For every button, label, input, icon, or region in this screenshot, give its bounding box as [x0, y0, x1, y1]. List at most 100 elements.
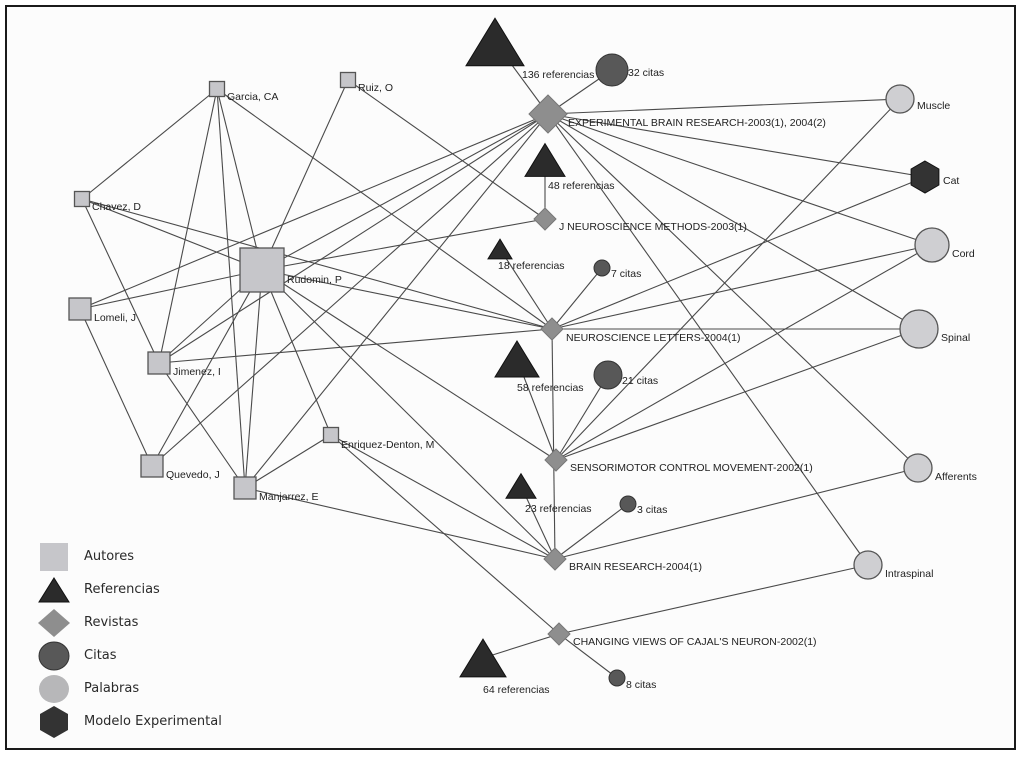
- node-spinal[interactable]: Spinal: [899, 309, 970, 349]
- hexagon-node-icon: [910, 160, 940, 194]
- edge-nl-cat: [551, 176, 926, 330]
- node-label: 18 referencias: [498, 260, 565, 272]
- node-label: Quevedo, J: [166, 469, 220, 481]
- diamond-icon: [36, 607, 72, 639]
- edge-br-nl: [551, 328, 556, 560]
- circle-node-icon: [853, 550, 883, 580]
- edge-cvcn-ref64: [482, 633, 560, 659]
- legend-label: Modelo Experimental: [84, 714, 222, 729]
- edge-garcia-chavez: [81, 88, 218, 200]
- node-lomeli[interactable]: Lomeli, J: [68, 297, 136, 324]
- square-icon: [36, 541, 72, 573]
- triangle-node-icon: [465, 17, 525, 67]
- node-ref23[interactable]: 23 referencias: [505, 472, 592, 515]
- node-label: CHANGING VIEWS OF CAJAL'S NEURON-2002(1): [573, 636, 817, 648]
- node-cit32[interactable]: 32 citas: [595, 53, 664, 87]
- edge-scm-cord: [555, 244, 933, 461]
- node-nl[interactable]: NEUROSCIENCE LETTERS-2004(1): [540, 317, 740, 344]
- node-cit8[interactable]: 8 citas: [608, 669, 656, 691]
- edge-manjarrez-rudomin: [244, 269, 263, 489]
- node-muscle[interactable]: Muscle: [885, 84, 950, 114]
- node-label: 3 citas: [637, 504, 667, 516]
- circle-icon: [36, 673, 72, 705]
- node-label: 32 citas: [628, 67, 664, 79]
- legend-item-autores: Autores: [36, 540, 222, 573]
- node-label: 58 referencias: [517, 382, 584, 394]
- node-cit21[interactable]: 21 citas: [593, 360, 658, 390]
- edge-rudomin-jnm: [261, 218, 546, 271]
- legend-item-revistas: Revistas: [36, 606, 222, 639]
- node-label: NEUROSCIENCE LETTERS-2004(1): [566, 332, 740, 344]
- node-label: 136 referencias: [522, 69, 594, 81]
- node-jimenez[interactable]: Jimenez, I: [147, 351, 221, 378]
- node-cit3[interactable]: 3 citas: [619, 495, 667, 516]
- legend-item-citas: Citas: [36, 639, 222, 672]
- node-cord[interactable]: Cord: [914, 227, 975, 263]
- edge-garcia-manjarrez: [216, 88, 246, 489]
- edge-rudomin-nl: [261, 269, 553, 330]
- square-node-icon: [339, 71, 357, 89]
- node-cit7[interactable]: 7 citas: [593, 259, 641, 280]
- edge-chavez-nl: [81, 198, 553, 330]
- hexagon-icon: [36, 705, 72, 738]
- legend-item-referencias: Referencias: [36, 573, 222, 606]
- node-manjarrez[interactable]: Manjarrez, E: [233, 476, 319, 503]
- circle-node-icon: [914, 227, 950, 263]
- edge-br-afferents: [554, 467, 919, 560]
- circle-node-icon: [593, 360, 623, 390]
- node-label: Chavez, D: [92, 201, 141, 213]
- square-node-icon: [73, 190, 91, 208]
- node-enriquez[interactable]: Enriquez-Denton, M: [322, 426, 435, 452]
- node-ref18[interactable]: 18 referencias: [487, 238, 565, 272]
- circle-node-icon: [619, 495, 637, 513]
- node-ref136[interactable]: 136 referencias: [465, 17, 594, 81]
- node-jnm[interactable]: J NEUROSCIENCE METHODS-2003(1): [533, 207, 747, 233]
- edge-nl-cit7: [551, 267, 603, 330]
- node-ref58[interactable]: 58 referencias: [494, 339, 584, 394]
- node-label: Jimenez, I: [173, 366, 221, 378]
- node-cat[interactable]: Cat: [910, 160, 959, 194]
- edge-enriquez-rudomin: [261, 269, 332, 436]
- node-chavez[interactable]: Chavez, D: [73, 190, 142, 214]
- edge-cvcn-intraspinal: [558, 564, 869, 635]
- edge-chavez-jimenez: [81, 198, 160, 364]
- triangle-node-icon: [524, 142, 566, 177]
- node-cvcn[interactable]: CHANGING VIEWS OF CAJAL'S NEURON-2002(1): [547, 622, 817, 648]
- edge-scm-cit21: [555, 374, 609, 461]
- node-ebr[interactable]: EXPERIMENTAL BRAIN RESEARCH-2003(1), 200…: [528, 94, 826, 134]
- edge-ebr-intraspinal: [547, 113, 869, 566]
- legend-label: Palabras: [84, 681, 140, 696]
- node-label: 21 citas: [622, 375, 658, 387]
- diamond-node-icon: [540, 317, 564, 341]
- node-scm[interactable]: SENSORIMOTOR CONTROL MOVEMENT-2002(1): [544, 448, 813, 474]
- diamond-node-icon: [547, 622, 571, 646]
- edge-jimenez-manjarrez: [158, 362, 246, 489]
- node-label: Intraspinal: [885, 568, 933, 580]
- edge-rudomin-br: [261, 269, 556, 560]
- triangle-node-icon: [494, 339, 540, 378]
- edge-br-cit3: [554, 503, 629, 560]
- legend-label: Revistas: [84, 615, 139, 630]
- node-ref48[interactable]: 48 referencias: [524, 142, 615, 192]
- legend-label: Referencias: [84, 582, 160, 597]
- node-ref64[interactable]: 64 referencias: [459, 638, 550, 696]
- node-rudomin[interactable]: Rudomin, P: [239, 247, 342, 293]
- square-node-icon: [140, 454, 164, 478]
- edge-rudomin-scm: [261, 269, 557, 461]
- node-label: Ruiz, O: [358, 82, 393, 94]
- node-label: Spinal: [941, 332, 970, 344]
- node-quevedo[interactable]: Quevedo, J: [140, 454, 220, 481]
- node-label: Enriquez-Denton, M: [341, 439, 434, 451]
- node-intraspinal[interactable]: Intraspinal: [853, 550, 933, 580]
- edge-ebr-cord: [547, 113, 933, 246]
- node-ruiz[interactable]: Ruiz, O: [339, 71, 394, 95]
- edges-layer: [79, 41, 933, 679]
- node-afferents[interactable]: Afferents: [903, 453, 977, 483]
- diamond-node-icon: [544, 448, 568, 472]
- edge-garcia-jimenez: [158, 88, 218, 364]
- circle-icon: [36, 640, 72, 672]
- edge-manjarrez-enriquez: [244, 434, 332, 489]
- node-garcia[interactable]: Garcia, CA: [208, 80, 279, 104]
- node-label: 23 referencias: [525, 503, 592, 515]
- node-br[interactable]: BRAIN RESEARCH-2004(1): [543, 547, 702, 573]
